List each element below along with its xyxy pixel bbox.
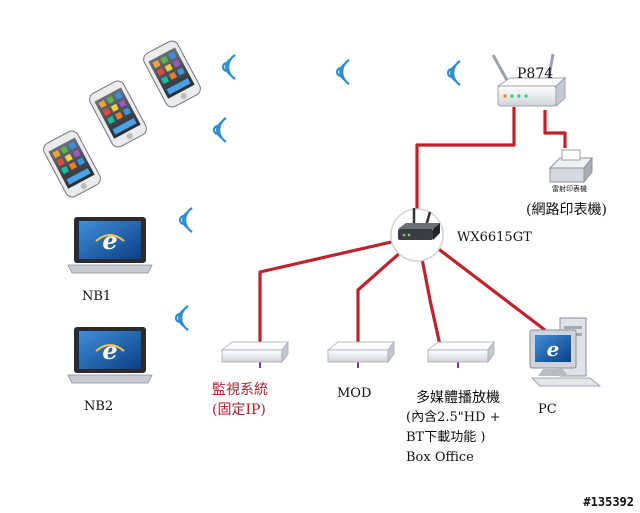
pc-label: PC	[538, 402, 557, 417]
cable-switch-surveillance	[258, 238, 401, 345]
nb2-label: NB2	[84, 399, 114, 414]
media-player-label: 多媒體播放機	[416, 390, 500, 406]
mod-label: MOD	[337, 386, 372, 401]
settop-box-icon	[427, 341, 495, 363]
cable-switch-mod	[356, 242, 412, 345]
settop-box-icon	[221, 341, 289, 363]
media-player-detail-3: Box Office	[406, 450, 474, 465]
router-icon	[491, 53, 567, 108]
surveillance-ip-label: (固定IP)	[212, 402, 266, 418]
cable-switch-pc	[431, 242, 546, 332]
settop-box-icon	[327, 341, 395, 363]
nb1-label: NB1	[82, 289, 112, 304]
cable-router-switch	[415, 107, 516, 222]
network-cables	[258, 107, 567, 346]
switch-icon	[390, 208, 444, 262]
device-port-markers	[259, 362, 459, 368]
surveillance-label: 監視系統	[212, 382, 268, 398]
watermark-id: #135392	[583, 495, 634, 509]
router-label: P874	[517, 66, 554, 82]
phone-icon	[40, 128, 104, 200]
printer-caption: 雷射印表機	[552, 185, 587, 193]
phone-icon	[140, 38, 204, 110]
laptop-icon	[67, 326, 153, 384]
phone-icon	[86, 78, 150, 150]
desktop-pc-icon: e	[529, 317, 602, 387]
svg-text:e: e	[547, 337, 560, 361]
cable-switch-media	[418, 247, 442, 346]
cable-router-printer	[543, 110, 567, 148]
printer-label: (網路印表機)	[526, 202, 607, 218]
laptop-icon	[67, 216, 153, 274]
media-player-detail-2: BT下載功能 )	[406, 430, 486, 445]
media-player-detail-1: (內含2.5"HD +	[406, 410, 501, 425]
printer-icon	[548, 149, 594, 184]
switch-label: WX6615GT	[457, 230, 532, 245]
